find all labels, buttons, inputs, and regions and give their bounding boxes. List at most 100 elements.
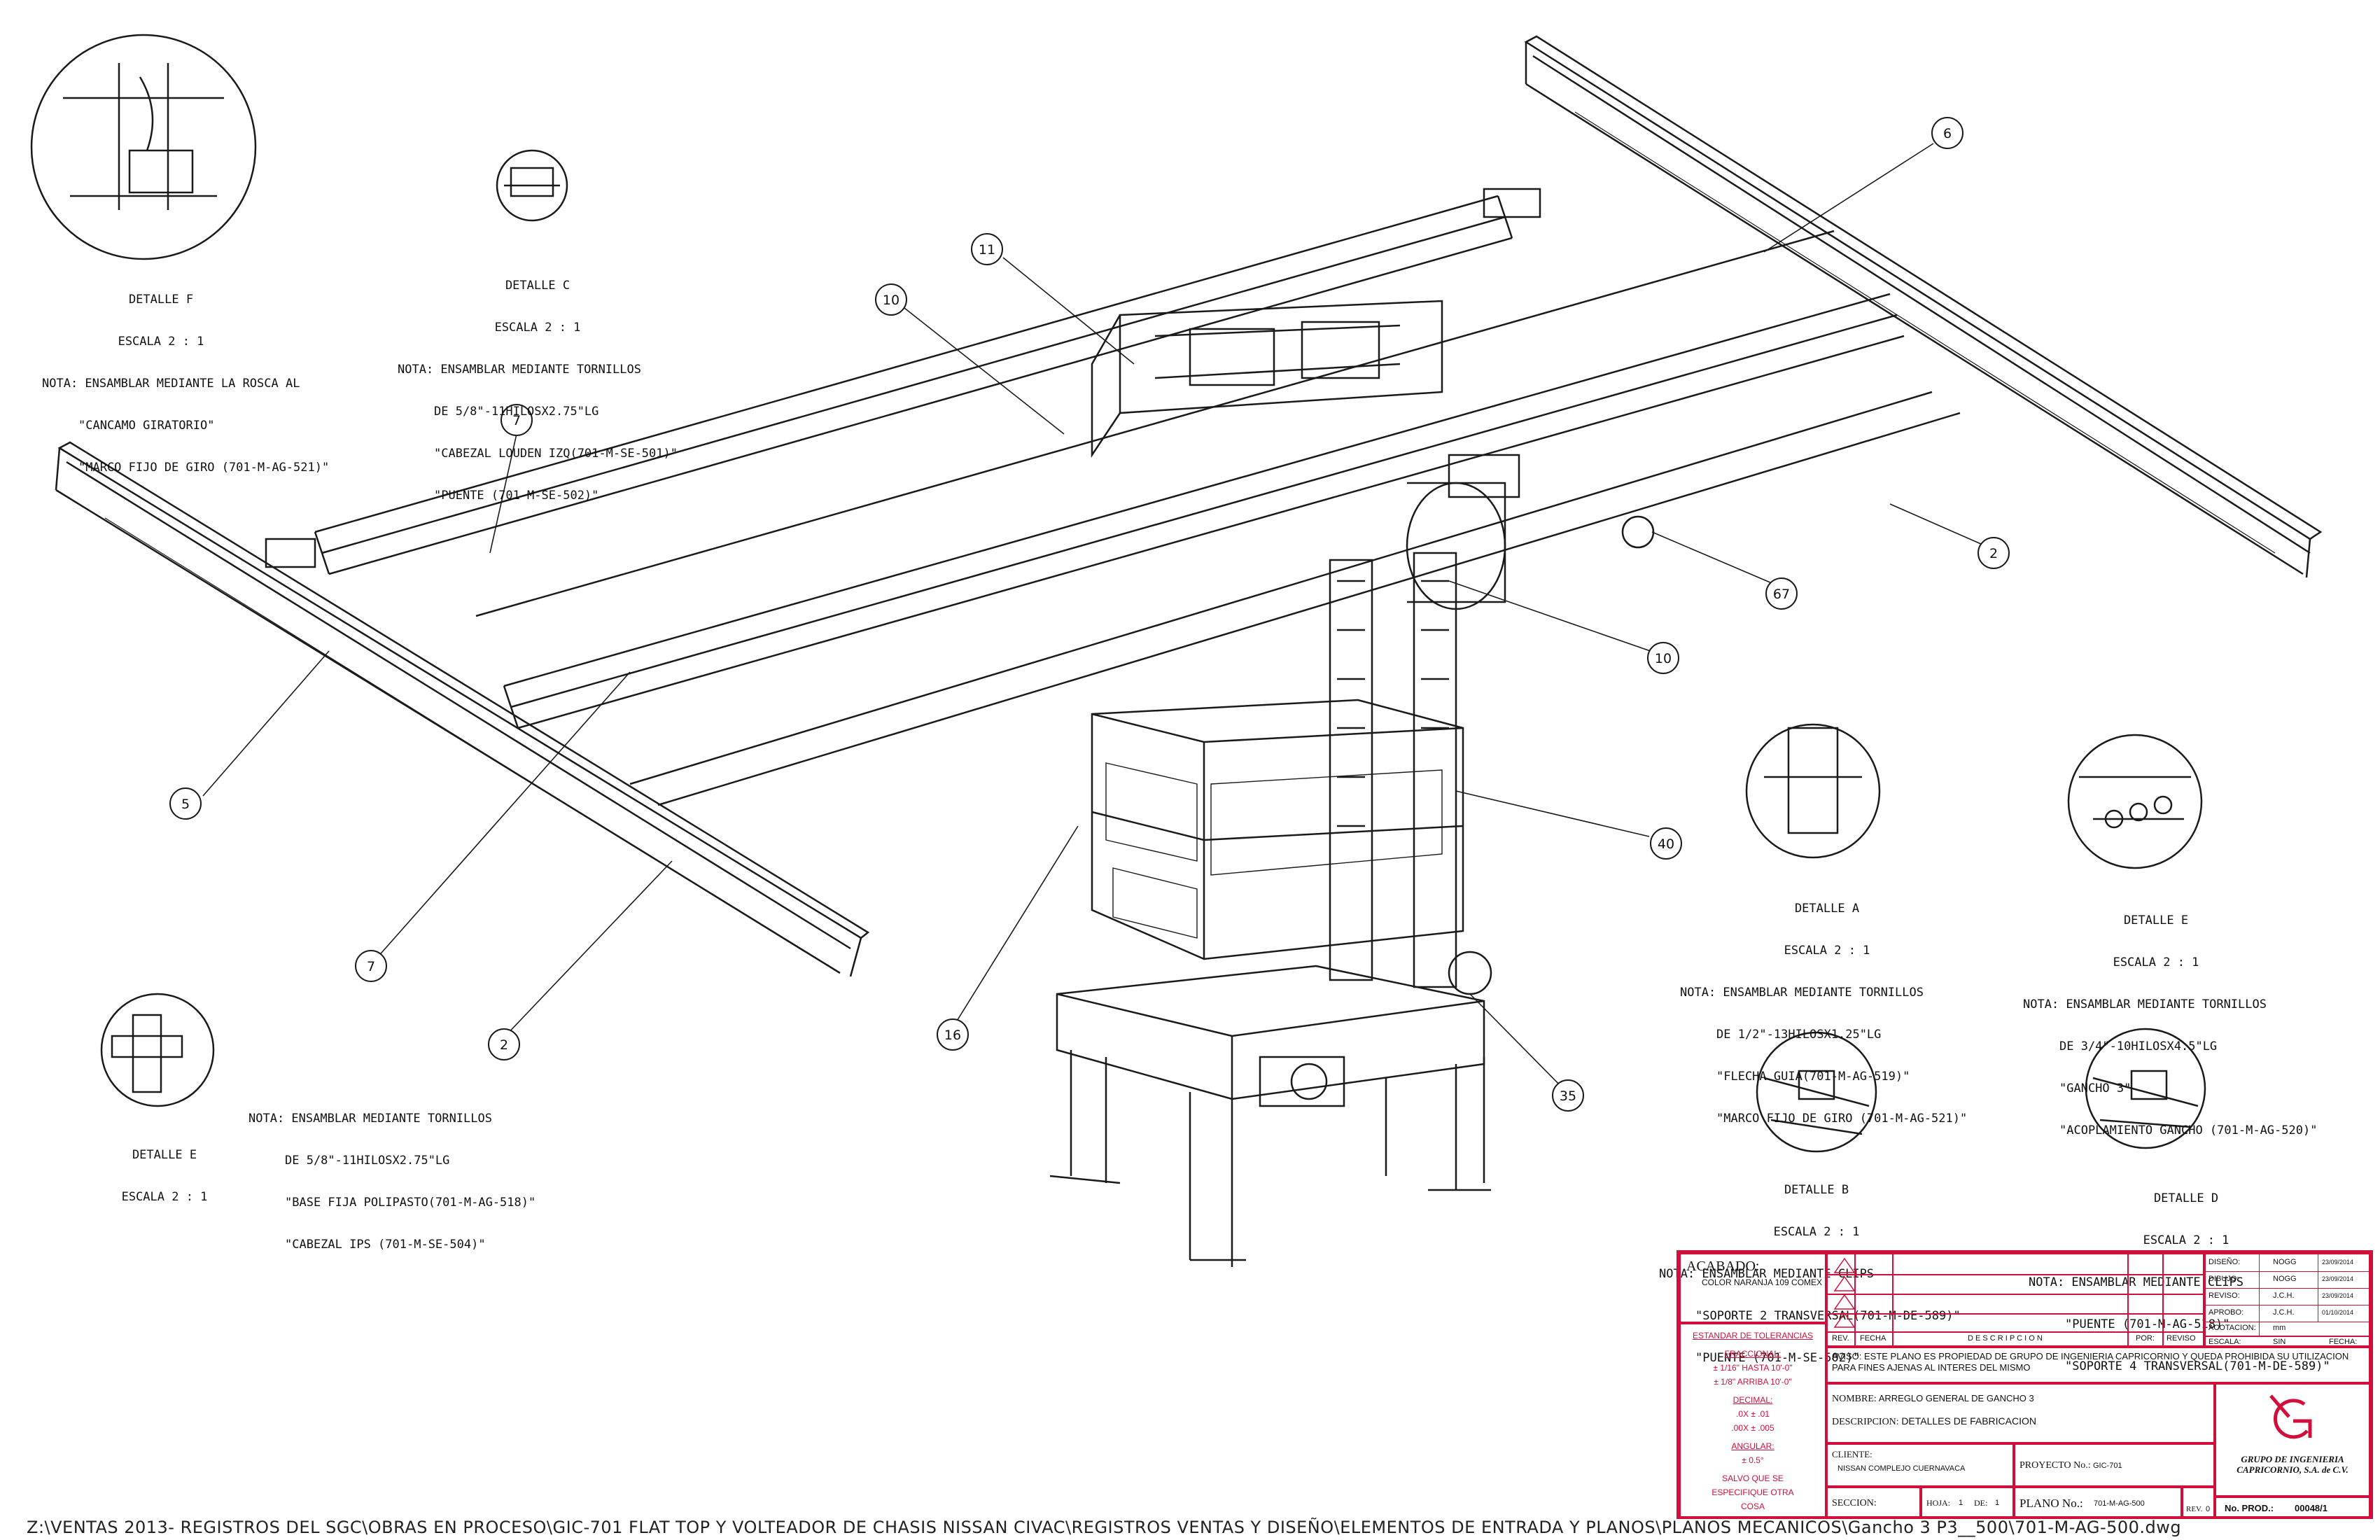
callout-7-bottom-label: 7	[367, 959, 375, 974]
detail-c-line-1: NOTA: ENSAMBLAR MEDIANTE TORNILLOS	[398, 363, 641, 377]
diseno-date: 23/09/2014	[2322, 1259, 2354, 1266]
title-block: ACABADO: COLOR NARANJA 109 COMEX ESTANDA…	[1676, 1250, 2373, 1519]
detail-e-right-line-1: NOTA: ENSAMBLAR MEDIANTE TORNILLOS	[2023, 997, 2267, 1011]
dibujo-by: NOGG	[2273, 1275, 2297, 1283]
rev-col-fecha: FECHA	[1860, 1334, 1886, 1343]
callout-67-label: 67	[1773, 587, 1790, 602]
decimal-1: .0X ± .01	[1736, 1409, 1770, 1419]
detail-e-right-title: DETALLE E	[2123, 913, 2189, 927]
no-prod-cell: No. PROD.: 00048/1	[2215, 1497, 2370, 1519]
acotacion-value: mm	[2273, 1324, 2286, 1332]
detail-c-line-2: DE 5/8"-11HILOSX2.75"LG	[434, 405, 599, 419]
detail-e-right-note: DETALLE E ESCALA 2 : 1 NOTA: ENSAMBLAR M…	[2023, 886, 2317, 1152]
callout-2-bottom: 2	[488, 1028, 520, 1060]
no-prod-label: No. PROD.:	[2225, 1503, 2274, 1513]
hoja-value: 1	[1959, 1499, 1963, 1507]
callout-35-label: 35	[1560, 1088, 1576, 1104]
decimal-2: .00X ± .005	[1731, 1423, 1774, 1433]
detail-b-line-2: "SOPORTE 2 TRANSVERSAL(701-M-DE-589)"	[1695, 1309, 1961, 1323]
detail-e-left-view	[100, 993, 215, 1107]
rev-value: 0	[2206, 1505, 2211, 1513]
company-name-1: GRUPO DE INGENIERIA	[2241, 1454, 2344, 1464]
rev-col-rev: REV.	[1832, 1334, 1849, 1343]
callout-35: 35	[1552, 1079, 1584, 1112]
detail-c-note: DETALLE C ESCALA 2 : 1 NOTA: ENSAMBLAR M…	[398, 251, 678, 517]
no-prod-value: 00048/1	[2295, 1503, 2328, 1513]
angular-1: ± 0.5°	[1742, 1455, 1764, 1465]
callout-16: 16	[937, 1018, 969, 1051]
cliente-cell: CLIENTE: NISSAN COMPLEJO CUERNAVACA	[1826, 1443, 2014, 1487]
dibujo-label: DIBUJO:	[2208, 1275, 2239, 1283]
callout-5-label: 5	[181, 797, 190, 812]
callout-leaders	[202, 143, 1994, 1093]
reviso-label: REVISO:	[2208, 1292, 2240, 1300]
salvo-note: SALVO QUE SE ESPECIFIQUE OTRA COSA	[1712, 1474, 1794, 1511]
detail-a-line-1: NOTA: ENSAMBLAR MEDIANTE TORNILLOS	[1680, 986, 1924, 1000]
escala-label: ESCALA:	[2208, 1338, 2241, 1346]
detail-e-right-scale: ESCALA 2 : 1	[2113, 955, 2199, 969]
aviso-text: AVISO: ESTE PLANO ES PROPIEDAD DE GRUPO …	[1832, 1351, 2349, 1373]
tolerances-cell: ESTANDAR DE TOLERANCIAS FRACCIONAL: ± 1/…	[1679, 1323, 1826, 1519]
nombre-value: ARREGLO GENERAL DE GANCHO 3	[1878, 1393, 2034, 1404]
callout-40-label: 40	[1658, 836, 1674, 852]
callout-7-bottom: 7	[355, 950, 387, 982]
callout-10-mid: 10	[1647, 642, 1679, 674]
detail-a-line-3: "FLECHA GUIA(701-M-AG-519)"	[1716, 1070, 1910, 1084]
detail-f-line-3: "MARCO FIJO DE GIRO (701-M-AG-521)"	[78, 461, 330, 475]
bridge-girders	[314, 195, 1961, 806]
gripper-frame	[1049, 951, 1492, 1267]
fraccional-label: FRACCIONAL:	[1724, 1349, 1782, 1359]
callout-2-bottom-label: 2	[500, 1037, 508, 1053]
detail-f-line-2: "CANCAMO GIRATORIO"	[78, 419, 215, 433]
company-logo	[2269, 1394, 2312, 1439]
left-runway-beam	[55, 441, 870, 977]
detail-e-right-line-2: DE 3/4"-10HILOSX4.5"LG	[2059, 1040, 2218, 1054]
callout-2-right-label: 2	[1989, 546, 1998, 561]
decimal-label: DECIMAL:	[1732, 1395, 1773, 1405]
dibujo-date: 23/09/2014	[2322, 1275, 2354, 1282]
reviso-by: J.C.H.	[2273, 1292, 2295, 1300]
detail-a-line-4: "MARCO FIJO DE GIRO (701-M-AG-521)"	[1716, 1112, 1968, 1126]
detail-e-left-line-3: "BASE FIJA POLIPASTO(701-M-AG-518)"	[285, 1196, 536, 1210]
fecha-label: FECHA:	[2329, 1338, 2358, 1346]
callout-67: 67	[1765, 578, 1798, 610]
detail-c-scale: ESCALA 2 : 1	[494, 321, 581, 335]
detail-f-title: DETALLE F	[128, 293, 194, 307]
detail-c-view	[496, 149, 568, 222]
detail-a-note: DETALLE A ESCALA 2 : 1 NOTA: ENSAMBLAR M…	[1680, 874, 1974, 1140]
callout-11: 11	[971, 233, 1003, 265]
company-logo-cell: GRUPO DE INGENIERIA CAPRICORNIO, S.A. de…	[2215, 1383, 2370, 1497]
callout-7-top-label: 7	[512, 413, 521, 428]
detail-e-left-line-1: NOTA: ENSAMBLAR MEDIANTE TORNILLOS	[248, 1112, 492, 1126]
fraccional-1: ± 1/16" HASTA 10'-0"	[1713, 1363, 1793, 1373]
detail-b-title: DETALLE B	[1784, 1183, 1849, 1197]
detail-d-view	[2085, 1028, 2206, 1149]
detail-f-scale: ESCALA 2 : 1	[118, 335, 204, 349]
detail-f-note: DETALLE F ESCALA 2 : 1 NOTA: ENSAMBLAR M…	[42, 265, 329, 489]
descripcion-label: DESCRIPCION:	[1832, 1417, 1899, 1427]
callout-6: 6	[1931, 117, 1963, 149]
acabado-label: ACABADO:	[1686, 1259, 1760, 1274]
acotacion-label: ACOTACION:	[2208, 1324, 2256, 1332]
hoist-mast	[1329, 482, 1506, 988]
hoja-label: HOJA:	[1926, 1498, 1951, 1508]
proyecto-value: GIC-701	[2093, 1462, 2122, 1470]
revision-triangles	[1833, 1257, 1856, 1328]
callout-10-top-label: 10	[883, 293, 899, 308]
de-value: 1	[1995, 1499, 2000, 1507]
plano-cell: PLANO No.: 701-M-AG-500	[2014, 1487, 2182, 1519]
hoja-cell: HOJA: 1 DE: 1	[1921, 1487, 2014, 1519]
callout-balloons: 6 11 10 7 5 2 67 10 40 16 35 7 2	[169, 117, 2010, 1112]
seccion-cell: SECCION:	[1826, 1487, 1921, 1519]
detail-d-line-1: NOTA: ENSAMBLAR MEDIANTE CLIPS	[2029, 1275, 2244, 1289]
acabado-value: COLOR NARANJA 109 COMEX	[1702, 1278, 1823, 1287]
callout-5: 5	[169, 788, 202, 820]
detail-e-left-text: NOTA: ENSAMBLAR MEDIANTE TORNILLOS DE 5/…	[248, 1084, 536, 1266]
seccion-label: SECCION:	[1832, 1498, 1877, 1508]
callout-2-right: 2	[1977, 537, 2010, 569]
detail-d-line-3: "SOPORTE 4 TRANSVERSAL(701-M-DE-589)"	[2065, 1359, 2330, 1373]
detail-a-scale: ESCALA 2 : 1	[1784, 944, 1870, 958]
aprobo-by: J.C.H.	[2273, 1308, 2295, 1317]
detail-e-right-line-4: "ACOPLAMIENTO GANCHO (701-M-AG-520)"	[2059, 1124, 2318, 1138]
plano-label: PLANO No.:	[2019, 1497, 2083, 1510]
